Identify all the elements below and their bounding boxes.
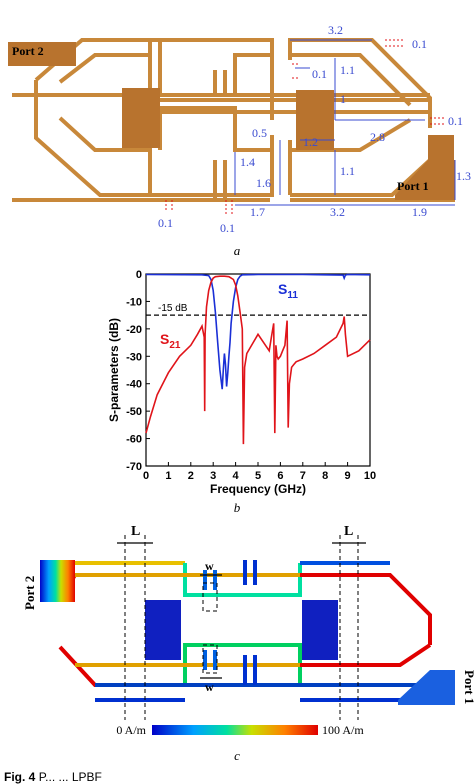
panel-c-caption: c [234, 748, 240, 763]
s21-label-main: S [160, 331, 169, 347]
colorbar-min-label: 0 A/m [116, 723, 146, 737]
x-tick-label: 2 [188, 470, 194, 482]
y-tick-label: -20 [126, 324, 142, 336]
axis-ticks: 0 1 2 3 4 5 6 7 8 9 10 0 -10 -20 -30 -40 -50 -60 -70 [126, 269, 376, 482]
port2-label-c: Port 2 [22, 576, 37, 610]
port1-pad [395, 160, 455, 200]
x-tick-label: 3 [210, 470, 216, 482]
panel-c-current: L L w w Port 2 Port 1 0 A/m 100 A/m [0, 515, 474, 755]
x-tick-label: 5 [255, 470, 261, 482]
y-tick-label: -50 [126, 406, 142, 418]
port2-label: Port 2 [12, 44, 44, 58]
dim-label: 1.3 [456, 169, 471, 183]
panel-b-caption: b [233, 500, 241, 515]
port1-label-c: Port 1 [462, 670, 474, 704]
dim-label: 0.1 [158, 216, 173, 230]
l-label-right: L [344, 524, 353, 539]
y-tick-label: -60 [126, 434, 142, 446]
s21-label-sub: 21 [169, 340, 181, 351]
l-markers [124, 535, 359, 720]
panel-a-caption: a [233, 243, 241, 258]
plot-frame [145, 273, 371, 467]
l-arrows [117, 542, 366, 679]
figure-caption-prefix: Fig. 4 [4, 770, 36, 784]
dim-label: 0.1 [412, 37, 427, 51]
y-tick-label: 0 [136, 269, 142, 281]
x-tick-label: 8 [322, 470, 328, 482]
dim-label: 1.4 [240, 155, 255, 169]
x-tick-label: 1 [165, 470, 171, 482]
dim-label: 3.2 [328, 23, 343, 37]
red-dimension-lines [165, 39, 445, 214]
x-axis-label: Frequency (GHz) [210, 482, 306, 496]
x-tick-label: 4 [233, 470, 240, 482]
current-lines [40, 560, 440, 702]
panel-b-chart: 0 1 2 3 4 5 6 7 8 9 10 0 -10 -20 -30 -40 -50 -60 -70 -15 d… [0, 262, 474, 514]
port1-pad-field [398, 670, 455, 705]
figure-caption-text: P... ... LPBF [38, 770, 102, 784]
l-label-left: L [131, 524, 140, 539]
dimension-lines [234, 39, 456, 206]
port2-pad [8, 42, 76, 66]
x-tick-label: 6 [277, 470, 283, 482]
w-label-bottom: w [205, 680, 214, 694]
s11-label-sub: 11 [287, 290, 298, 301]
port1-stub [428, 135, 454, 160]
panel-a-layout: Port 2 Port 1 [0, 0, 474, 250]
s-parameter-chart: 0 1 2 3 4 5 6 7 8 9 10 0 -10 -20 -30 -40 -50 -60 -70 -15 d… [107, 269, 376, 496]
dimension-labels: 3.2 0.1 0.1 1.1 1 0.1 0.5 1.2 2.8 1.4 1.… [158, 23, 471, 235]
w-label-top: w [205, 559, 214, 573]
y-tick-label: -10 [126, 296, 142, 308]
y-tick-label: -70 [126, 461, 142, 473]
colorbar [152, 725, 318, 735]
dim-label: 0.1 [448, 114, 463, 128]
y-tick-label: -30 [126, 351, 142, 363]
x-tick-label: 7 [300, 470, 306, 482]
left-resonator-field [145, 600, 181, 660]
dim-label: 0.5 [252, 126, 267, 140]
series-group [145, 273, 371, 445]
y-axis-label: S-parameters (dB) [107, 318, 121, 422]
dim-label: 1.6 [256, 176, 271, 190]
y-tick-label: -40 [126, 379, 142, 391]
dim-label: 1.2 [303, 135, 318, 149]
dim-label: 1.1 [340, 164, 355, 178]
dim-label: 0.1 [312, 67, 327, 81]
dim-label: 1 [340, 92, 346, 106]
x-tick-label: 10 [364, 470, 376, 482]
dim-label: 0.1 [220, 221, 235, 235]
series-line-s21 [145, 275, 371, 445]
resonator-pad-left [122, 88, 160, 148]
figure-caption: Fig. 4 P... ... LPBF [4, 770, 102, 784]
s11-label-main: S [278, 281, 287, 297]
filter-layout-diagram: Port 2 Port 1 [8, 23, 471, 235]
port2-pad-field [40, 560, 75, 602]
x-tick-label: 9 [345, 470, 351, 482]
s11-label: S11 [278, 281, 298, 301]
series-line-s11 [145, 273, 371, 390]
current-distribution-diagram: L L w w Port 2 Port 1 0 A/m 100 A/m [22, 524, 474, 737]
s21-label: S21 [160, 331, 181, 351]
dim-label: 1.7 [250, 205, 265, 219]
plot-area [145, 273, 371, 467]
dim-label: 1.9 [412, 205, 427, 219]
dim-label: 1.1 [340, 63, 355, 77]
reference-line-label: -15 dB [158, 303, 188, 314]
port1-label: Port 1 [397, 179, 429, 193]
right-resonator-field [302, 600, 338, 660]
colorbar-max-label: 100 A/m [322, 723, 364, 737]
dim-label: 2.8 [370, 130, 385, 144]
dim-label: 3.2 [330, 205, 345, 219]
x-tick-label: 0 [143, 470, 149, 482]
